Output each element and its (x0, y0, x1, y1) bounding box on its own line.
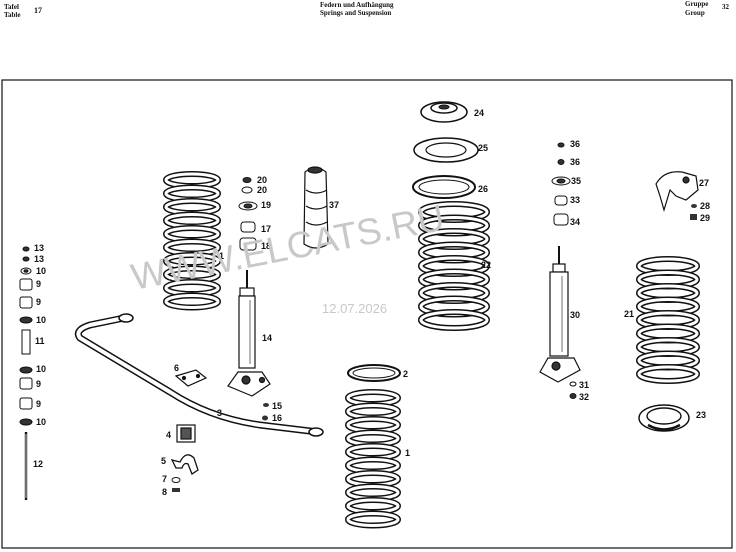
callout-25: 25 (478, 143, 488, 153)
callout-1-rear-spring: 1 (219, 251, 224, 261)
spring-coil (419, 310, 489, 330)
coil-spring-part-22 (418, 201, 490, 331)
callout-9-d: 9 (36, 399, 41, 409)
callout-20-b: 20 (257, 185, 267, 195)
stabilizer-bar (74, 313, 324, 437)
callout-5: 5 (161, 456, 166, 466)
spring-seat-part-2 (347, 364, 401, 382)
coil-spring-part-21 (636, 256, 700, 384)
callout-3: 3 (217, 408, 222, 418)
nut-part-16 (262, 415, 268, 421)
callout-16: 16 (272, 413, 282, 423)
callout-37: 37 (329, 200, 339, 210)
callout-7: 7 (162, 474, 167, 484)
callout-2: 2 (403, 369, 408, 379)
bushing-part-4 (176, 424, 196, 443)
spring-seat-part-23 (638, 404, 690, 432)
callout-26: 26 (478, 184, 488, 194)
spring-seat-part-26 (412, 175, 476, 199)
callout-4: 4 (166, 430, 171, 440)
washer-part-15 (263, 403, 269, 407)
coil-spring-front (345, 389, 401, 529)
callout-27: 27 (699, 178, 709, 188)
callout-30: 30 (570, 310, 580, 320)
diagram-frame (1, 79, 733, 549)
spring-coil (637, 365, 699, 383)
callout-36-a: 36 (570, 139, 580, 149)
callout-9-a: 9 (36, 279, 41, 289)
spring-coil (346, 512, 400, 527)
callout-23: 23 (696, 410, 706, 420)
callout-9-c: 9 (36, 379, 41, 389)
callout-35: 35 (571, 176, 581, 186)
callout-13-a: 13 (34, 243, 44, 253)
gruppe-label: Gruppe (685, 0, 709, 8)
shock-absorber-part-14 (227, 270, 271, 397)
callout-15: 15 (272, 401, 282, 411)
callout-14: 14 (262, 333, 272, 343)
callout-8: 8 (162, 487, 167, 497)
table-label: Table (4, 11, 21, 19)
callout-34: 34 (570, 217, 580, 227)
table-number: 17 (34, 6, 42, 15)
callout-12: 12 (33, 459, 43, 469)
bolt-part-8 (172, 488, 180, 492)
callout-36-b: 36 (570, 157, 580, 167)
coil-spring-rear-left (163, 171, 221, 311)
callout-24: 24 (474, 108, 484, 118)
callout-28: 28 (700, 201, 710, 211)
callout-10-c: 10 (36, 364, 46, 374)
shock-absorber-part-30 (539, 246, 581, 383)
spring-pad-part-25 (413, 137, 479, 163)
bump-stop-part-37 (303, 166, 329, 249)
callout-32: 32 (579, 392, 589, 402)
spring-coil (164, 294, 220, 309)
title-german: Federn und Aufhängung (320, 1, 394, 9)
bracket-part-27 (655, 171, 699, 213)
callout-10-d: 10 (36, 417, 46, 427)
bracket-plate-part-6 (174, 369, 208, 387)
small-parts-31-36 (551, 142, 577, 399)
callout-1-front-spring: 1 (405, 448, 410, 458)
callout-13-b: 13 (34, 254, 44, 264)
tafel-label: Tafel (4, 3, 19, 11)
callout-33: 33 (570, 195, 580, 205)
callout-22: 22 (481, 260, 491, 270)
callout-labels: 1 1 2 3 4 5 6 7 8 9 9 9 9 10 10 10 10 11… (33, 108, 710, 497)
mount-parts-17-20 (238, 177, 258, 251)
washer-part-28 (691, 204, 697, 208)
coil-springs (163, 171, 700, 529)
callout-11: 11 (35, 336, 45, 346)
callout-29: 29 (700, 213, 710, 223)
callout-17: 17 (261, 224, 271, 234)
bolt-part-29 (690, 214, 697, 220)
callout-20-a: 20 (257, 175, 267, 185)
washer-part-7 (171, 477, 181, 483)
callout-18: 18 (261, 241, 271, 251)
callout-31: 31 (579, 380, 589, 390)
callout-6: 6 (174, 363, 179, 373)
group-label: Group (685, 9, 705, 17)
watermark-date: 12.07.2026 (322, 301, 387, 316)
callout-19: 19 (261, 200, 271, 210)
callout-10-a: 10 (36, 266, 46, 276)
callout-10-b: 10 (36, 315, 46, 325)
top-mount-part-24 (420, 101, 468, 123)
callout-21: 21 (624, 309, 634, 319)
clamp-part-5 (170, 454, 199, 475)
callout-9-b: 9 (36, 297, 41, 307)
title-english: Springs and Suspension (320, 9, 392, 17)
group-number: 32 (722, 3, 729, 11)
left-small-parts (19, 246, 33, 500)
